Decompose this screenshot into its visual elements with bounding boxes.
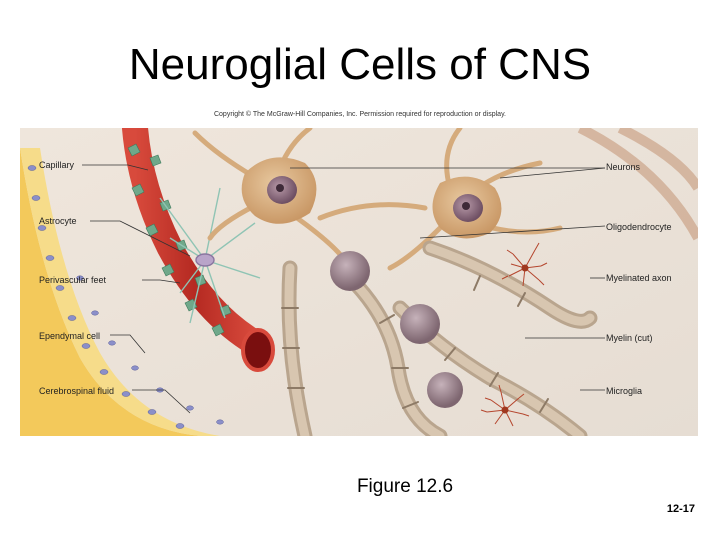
label-neurons: Neurons (606, 162, 641, 172)
figure-caption: Figure 12.6 (356, 476, 454, 497)
page-number: 12-17 (666, 503, 695, 515)
oligodendrocyte-cells (330, 251, 463, 408)
label-oligodendrocyte: Oligodendrocyte (606, 222, 672, 232)
label-ependymal-cell: Ependymal cell (39, 331, 101, 341)
label-microglia: Microglia (606, 386, 643, 396)
label-myelinated-axon: Myelinated axon (606, 273, 672, 283)
label-perivascular-feet: Perivascular feet (39, 275, 107, 285)
astrocyte-cell (159, 187, 261, 324)
label-leader-lines (82, 164, 606, 414)
microglia-cells (480, 242, 548, 427)
label-astrocyte: Astrocyte (39, 216, 77, 226)
neuroglia-illustration (20, 128, 698, 436)
capillary-vessel (122, 128, 275, 372)
label-cerebrospinal-fluid: Cerebrospinal fluid (39, 386, 115, 396)
slide-title: Neuroglial Cells of CNS (128, 40, 592, 89)
label-myelin-cut: Myelin (cut) (606, 333, 653, 343)
background-fibers (577, 128, 698, 241)
label-capillary: Capillary (39, 160, 75, 170)
copyright-notice: Copyright © The McGraw-Hill Companies, I… (213, 111, 506, 118)
neuron-cells (192, 128, 563, 271)
ependymal-layer (20, 148, 224, 436)
